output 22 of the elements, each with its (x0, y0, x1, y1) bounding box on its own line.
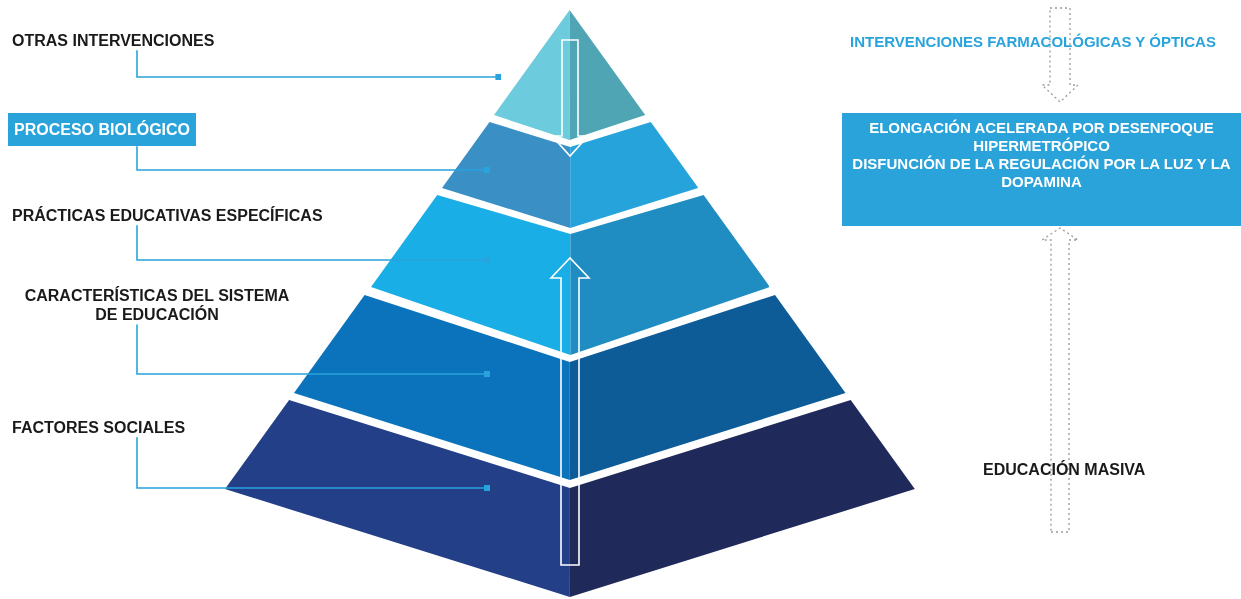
pyramid-layer (294, 295, 846, 480)
heading-label: FACTORES SOCIALES (12, 418, 186, 438)
pyramid-layer (225, 400, 915, 597)
leader-line (136, 224, 490, 263)
hollow-arrow (549, 256, 591, 566)
hollow-arrow (1040, 7, 1080, 103)
pyramid-top-layer (494, 10, 646, 140)
heading-label: PRÁCTICAS EDUCATIVAS ESPECÍFICAS (12, 206, 323, 226)
leader-line (136, 145, 490, 173)
highlighted-label: PROCESO BIOLÓGICO (8, 113, 196, 147)
heading-label: OTRAS INTERVENCIONES (12, 31, 215, 51)
leader-line (136, 323, 490, 377)
leader-line (136, 436, 490, 491)
heading-label: CARACTERÍSTICAS DEL SISTEMA DE EDUCACIÓN (12, 286, 302, 325)
pyramid-layer (441, 122, 699, 228)
mechanism-text: DISFUNCIÓN DE LA REGULACIÓN POR LA LUZ Y LA DOPAMINA (851, 155, 1232, 191)
heading-label: INTERVENCIONES FARMACOLÓGICAS Y ÓPTICAS (850, 33, 1216, 51)
heading-label: EDUCACIÓN MASIVA (983, 460, 1146, 480)
leader-line (136, 49, 502, 80)
mechanism-box (842, 113, 1241, 226)
mechanism-text: ELONGACIÓN ACELERADA POR DESENFOQUE HIPERMETRÓPICO (868, 119, 1215, 155)
pyramid-layer (370, 195, 770, 355)
